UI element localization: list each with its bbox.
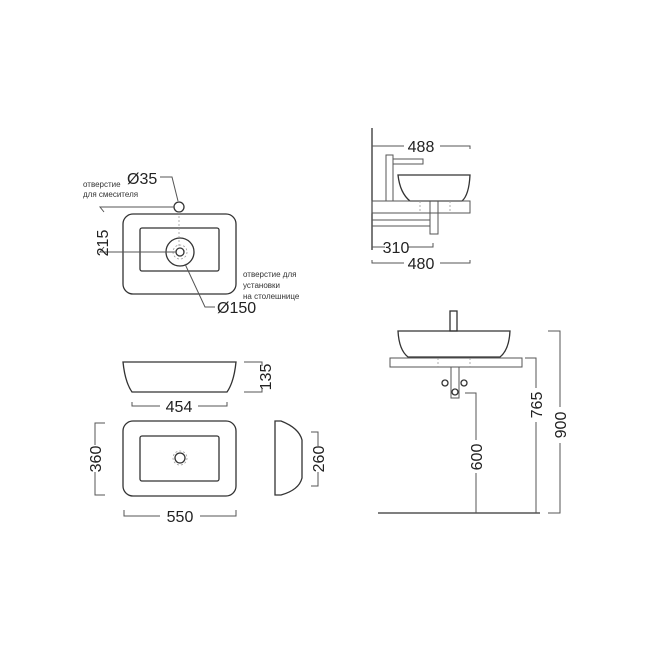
basin-outline — [122, 420, 237, 497]
top-view-with-holes: Ø35 отверстие для смесителя 215 Ø150 отв… — [83, 171, 300, 317]
countertop — [371, 200, 471, 214]
dimension-line — [311, 472, 319, 487]
depth-dimension: 360 — [88, 446, 105, 473]
drain-offset-dimension: 310 — [383, 240, 410, 257]
mount-hole-label: отверстие для — [243, 270, 296, 279]
faucet-hole — [173, 201, 185, 213]
dimension-line — [465, 392, 477, 440]
drain-height-dimension: 600 — [469, 444, 486, 471]
dimension-line — [244, 388, 263, 393]
side-depth-dimension: 260 — [311, 446, 328, 473]
front-elevation: 600 765 900 — [378, 310, 570, 514]
basin-profile — [122, 361, 237, 393]
drain-ring — [172, 450, 188, 466]
leader-line — [160, 176, 179, 202]
basin-profile — [397, 174, 471, 202]
faucet-body — [385, 154, 394, 202]
dimension-line — [548, 330, 561, 407]
faucet-hole-label: для смесителя — [83, 190, 138, 199]
basin-profile — [397, 330, 511, 358]
basin-outline — [122, 213, 237, 295]
basin-top-view: 360 550 260 — [88, 420, 328, 526]
mount-hole-label: установки — [243, 281, 280, 290]
bottom-width-dimension: 454 — [166, 399, 193, 416]
faucet — [449, 310, 458, 332]
drain-pipe — [450, 366, 460, 399]
mount-hole-diameter: Ø150 — [217, 300, 256, 317]
mount-hole-label: на столешнице — [243, 292, 300, 301]
dimension-line — [440, 145, 471, 149]
basin-front-profile: 135 454 — [122, 361, 275, 416]
dimension-line — [548, 443, 561, 514]
dimension-line — [525, 357, 537, 388]
dimension-line — [200, 510, 237, 517]
total-height-dimension: 900 — [553, 412, 570, 439]
dimension-line — [131, 402, 160, 407]
faucet-hole-label: отверстие — [83, 180, 121, 189]
dimension-line — [440, 260, 471, 264]
drain-hole — [175, 247, 185, 257]
countertop — [389, 357, 523, 368]
bowl-outline — [139, 435, 220, 482]
dimension-line — [94, 422, 105, 445]
dimension-line — [311, 431, 319, 446]
dimension-line — [371, 260, 404, 264]
drain-outlet — [451, 388, 459, 396]
faucet-spout — [392, 158, 424, 165]
offset-dimension: 215 — [95, 230, 112, 257]
drain-hole — [174, 452, 186, 464]
mount-bolt — [441, 379, 449, 387]
dimension-line — [123, 510, 160, 517]
width-dimension: 550 — [167, 509, 194, 526]
dimension-line — [408, 243, 434, 248]
counter-height-dimension: 765 — [529, 392, 546, 419]
dimension-line — [98, 206, 174, 213]
basin-side-profile — [274, 420, 303, 496]
counter-depth-dimension: 480 — [408, 256, 435, 273]
drain-pipe — [429, 200, 439, 235]
dimension-line — [98, 246, 176, 253]
bowl-outline — [139, 227, 220, 272]
faucet-hole-diameter: Ø35 — [127, 171, 157, 188]
height-dimension: 135 — [258, 364, 275, 391]
total-depth-dimension: 488 — [408, 139, 435, 156]
dimension-line — [244, 361, 263, 366]
dimension-line — [94, 472, 105, 496]
side-elevation: 488 310 480 — [371, 128, 471, 273]
mount-bolt — [460, 379, 468, 387]
leader-line — [184, 263, 215, 308]
dimension-line — [198, 402, 228, 407]
